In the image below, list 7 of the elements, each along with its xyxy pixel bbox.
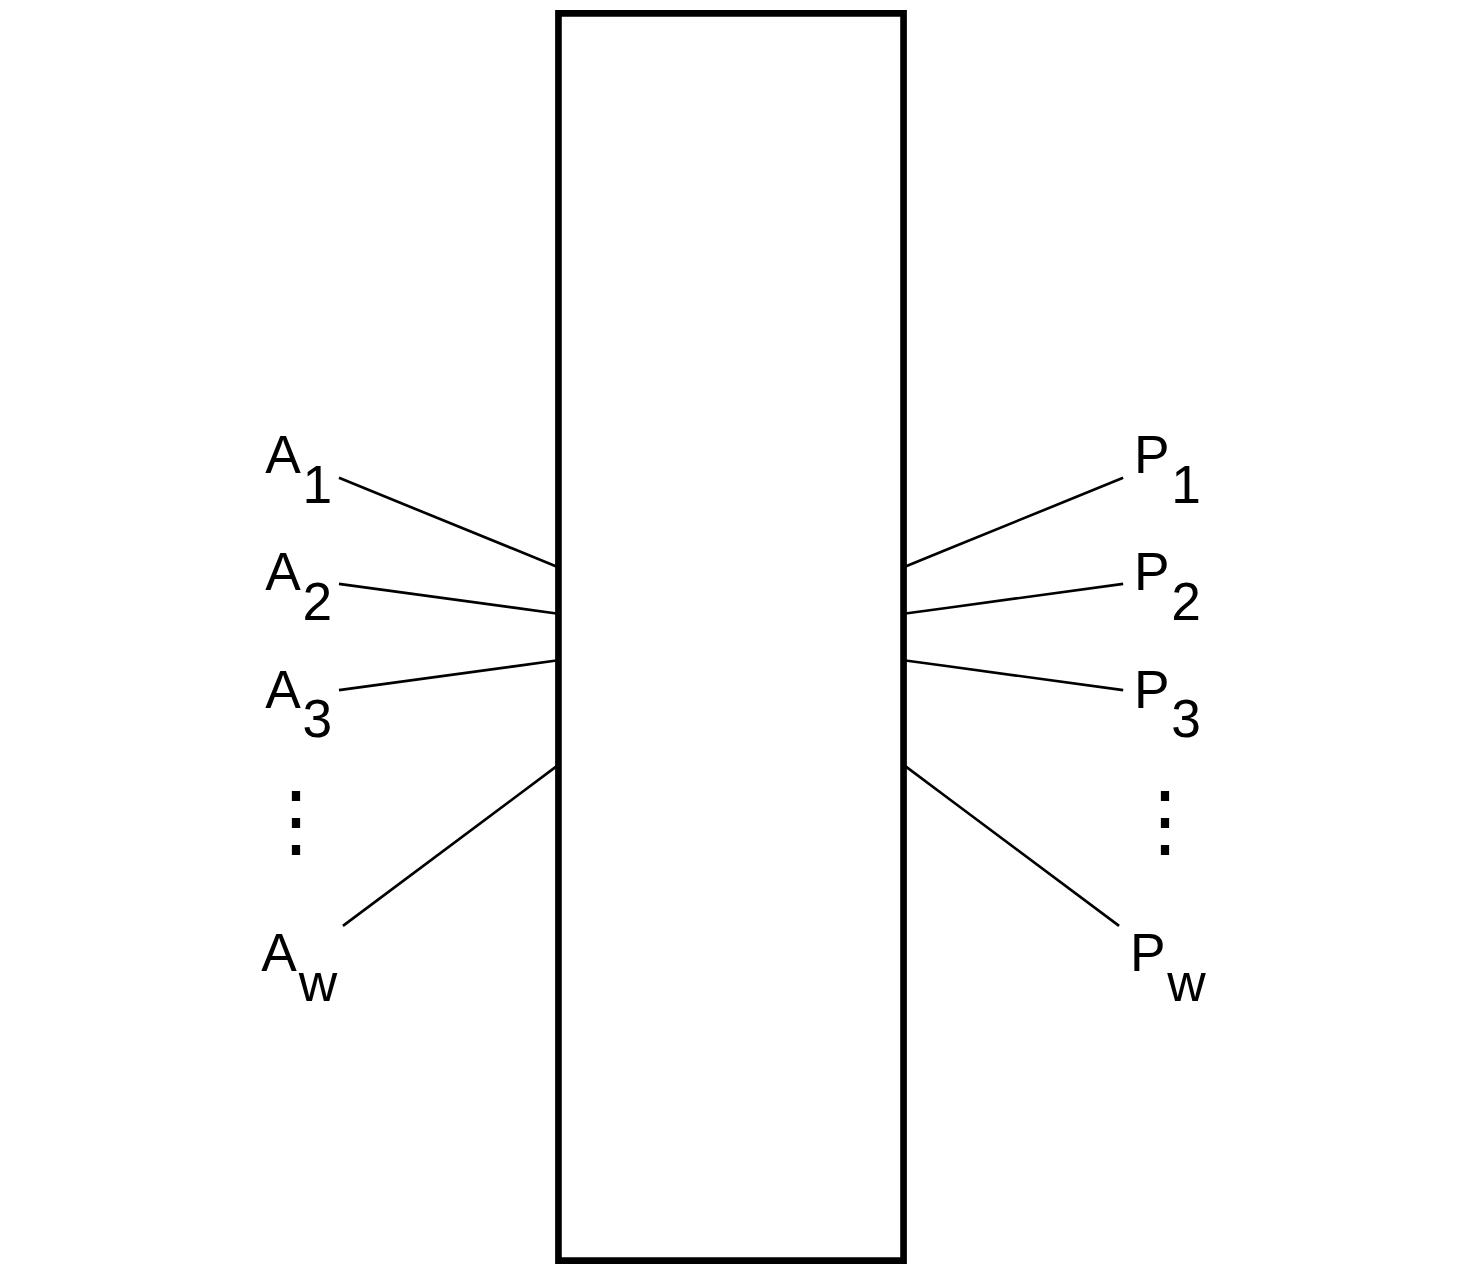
connector — [338, 658, 558, 692]
connector — [337, 476, 559, 569]
label: ⋮ — [1124, 775, 1205, 865]
node-box — [554, 10, 907, 1264]
connector — [341, 764, 559, 927]
label: ⋮ — [255, 775, 336, 865]
connector — [338, 582, 558, 616]
